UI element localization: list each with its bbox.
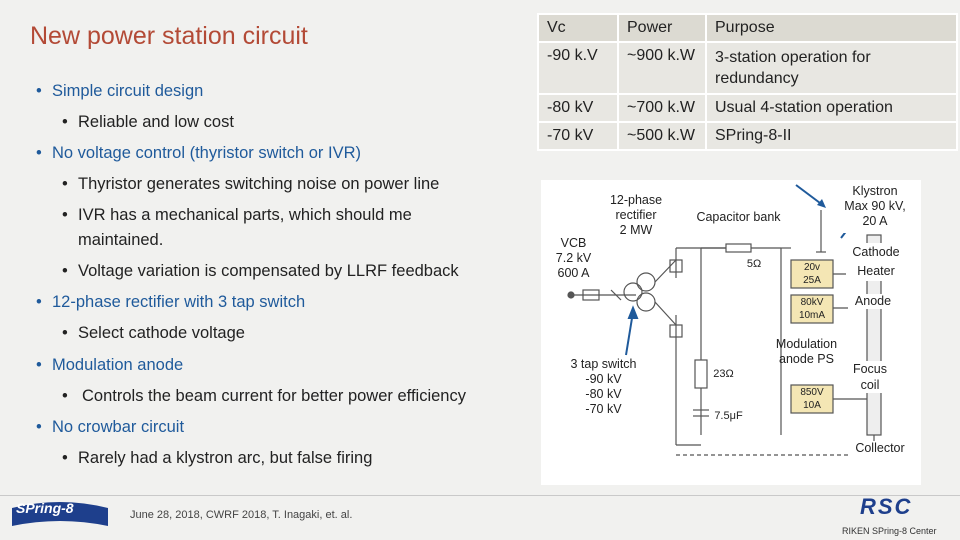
table-header: Vc (537, 13, 619, 43)
bullet-item: •Voltage variation is compensated by LLR… (62, 262, 459, 280)
bullet-item: •Controls the beam current for better po… (62, 387, 466, 405)
table-cell: Usual 4-station operation (705, 93, 958, 123)
table-cell: -80 kV (537, 93, 619, 123)
bullet-item: •IVR has a mechanical parts, which shoul… (62, 206, 412, 224)
footer-divider (0, 495, 960, 496)
capacitor-bank-label: Capacitor bank (696, 210, 781, 224)
spring8-logo: SPring-8 (8, 498, 112, 526)
rsc-logo: RSC (860, 494, 945, 524)
bullet-item: •12-phase rectifier with 3 tap switch (36, 293, 306, 311)
table-row: -70 kV ~500 k.W SPring-8-II (537, 121, 958, 151)
spec-table: Vc Power Purpose -90 k.V ~900 k.W 3-stat… (537, 13, 958, 151)
anode-label: Anode (848, 294, 898, 309)
table-cell: ~500 k.W (617, 121, 707, 151)
bullet-item: •Select cathode voltage (62, 324, 245, 342)
rectifier-label: 12-phase rectifier 2 MW (609, 193, 663, 237)
org-name: RIKEN SPring-8 Center (842, 526, 937, 536)
klystron-label: Klystron Max 90 kV, 20 A (833, 180, 917, 233)
modulation-anode-ps-label: Modulation anode PS (775, 337, 838, 366)
anode-supply-label: 80kV 10mA (798, 297, 826, 321)
tap-switch-label: 3 tap switch -90 kV -80 kV -70 kV (570, 357, 637, 416)
bullet-item: •No crowbar circuit (36, 418, 185, 436)
resistor-5-ohm-label: 5Ω (746, 258, 762, 270)
table-row: -90 k.V ~900 k.W 3-station operation for… (537, 41, 958, 95)
bullet-item: •Modulation anode (36, 356, 184, 374)
bullet-item-continuation: maintained. (78, 231, 164, 249)
focus-coil-label: Focus coil (846, 361, 894, 393)
table-row: -80 kV ~700 k.W Usual 4-station operatio… (537, 93, 958, 123)
bullet-item: •Simple circuit design (36, 82, 204, 100)
rsc-logo-text: RSC (860, 494, 913, 519)
table-cell: SPring-8-II (705, 121, 958, 151)
table-cell: ~700 k.W (617, 93, 707, 123)
capacitor-label: 7.5μF (714, 410, 743, 422)
cathode-heater-label: Cathode Heater (846, 243, 906, 281)
bullet-item: •Thyristor generates switching noise on … (62, 175, 440, 193)
slide-title: New power station circuit (30, 22, 308, 50)
table-cell: -70 kV (537, 121, 619, 151)
focus-supply-label: 850V 10A (800, 387, 824, 411)
collector-label: Collector (848, 441, 912, 456)
table-cell: ~900 k.W (617, 41, 707, 95)
heater-supply-label: 20v 25A (803, 262, 821, 286)
circuit-diagram: VCB 7.2 kV 600 A 12-phase rectifier 2 MW… (541, 180, 921, 485)
vcb-label: VCB 7.2 kV 600 A (555, 236, 592, 280)
bullet-item: •Rarely had a klystron arc, but false fi… (62, 449, 373, 467)
spring8-logo-mark (12, 502, 108, 526)
spring8-logo-text: SPring-8 (16, 500, 74, 516)
bullet-item: •Reliable and low cost (62, 113, 234, 131)
table-header-row: Vc Power Purpose (537, 13, 958, 43)
footer-citation: June 28, 2018, CWRF 2018, T. Inagaki, et… (130, 509, 353, 521)
resistor-23-ohm-label: 23Ω (713, 368, 734, 380)
table-cell: -90 k.V (537, 41, 619, 95)
table-header: Power (617, 13, 707, 43)
table-cell: 3-station operation for redundancy (705, 41, 958, 95)
table-header: Purpose (705, 13, 958, 43)
bullet-item: •No voltage control (thyristor switch or… (36, 144, 362, 162)
